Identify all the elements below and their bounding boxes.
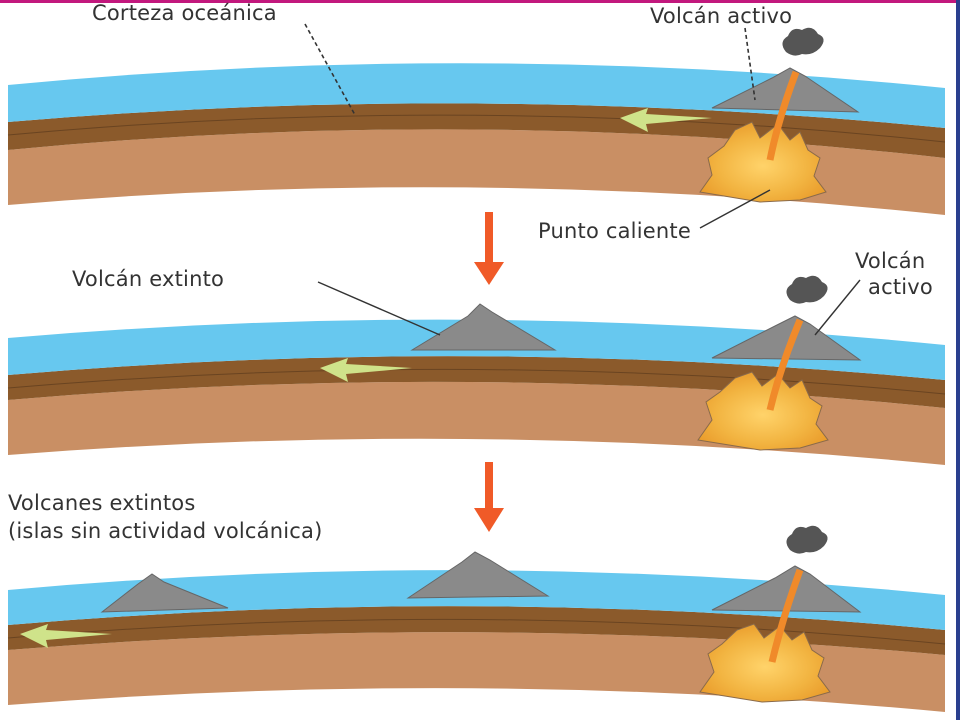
crust-band [7, 618, 946, 645]
hotspot-icon [697, 371, 829, 451]
extinct-volcano-icon [410, 303, 557, 351]
extinct-volcano-icon [406, 551, 550, 599]
ocean-layer [8, 63, 945, 128]
leader-volcan-extinto [317, 281, 441, 336]
leader-punto-caliente [699, 189, 771, 229]
ocean-layer [8, 570, 945, 630]
panel-2 [7, 275, 946, 465]
accent-bar [0, 0, 960, 3]
left-arrow-icon [20, 624, 112, 648]
crust-band [7, 114, 946, 143]
down-arrow-icon [474, 462, 504, 532]
smoke-plume [782, 27, 824, 56]
panel-3 [7, 525, 946, 712]
label-punto-caliente: Punto caliente [538, 219, 691, 243]
label-volcan-activo: Volcán activo [650, 4, 793, 28]
panel-1 [7, 23, 946, 229]
magma-conduit [766, 70, 800, 161]
leader-corteza [304, 23, 356, 116]
label-volcan-activo-2-line2: activo [868, 275, 933, 299]
crust-band [7, 368, 946, 395]
label-volcanes-extintos: Volcanes extintos [8, 491, 196, 515]
hotspot-icon [699, 121, 827, 203]
leader-volcan-activo-1 [744, 27, 756, 101]
volcano-icon [711, 67, 860, 113]
lithosphere-layer [8, 606, 945, 655]
label-volcan-activo-2-line1: Volcán [855, 249, 926, 273]
magma-conduit [766, 318, 804, 411]
extinct-volcano-icon [100, 573, 229, 613]
left-arrow-icon [320, 358, 412, 382]
smoke-plume [786, 525, 828, 554]
lithosphere-layer [8, 103, 945, 158]
label-corteza-oceanica: Corteza oceánica [92, 1, 277, 25]
edge-bar [956, 0, 960, 720]
label-islas-sin-actividad: (islas sin actividad volcánica) [8, 519, 323, 543]
down-arrow-icon [474, 212, 504, 285]
smoke-plume [786, 275, 828, 304]
hotspot-icon [699, 623, 831, 703]
volcano-icon [711, 315, 862, 361]
volcano-icon [711, 565, 862, 613]
magma-conduit [768, 568, 804, 663]
lithosphere-layer [8, 356, 945, 408]
leader-volcan-activo-2 [814, 279, 861, 336]
left-arrow-icon [620, 108, 712, 132]
label-volcan-extinto: Volcán extinto [72, 267, 225, 291]
